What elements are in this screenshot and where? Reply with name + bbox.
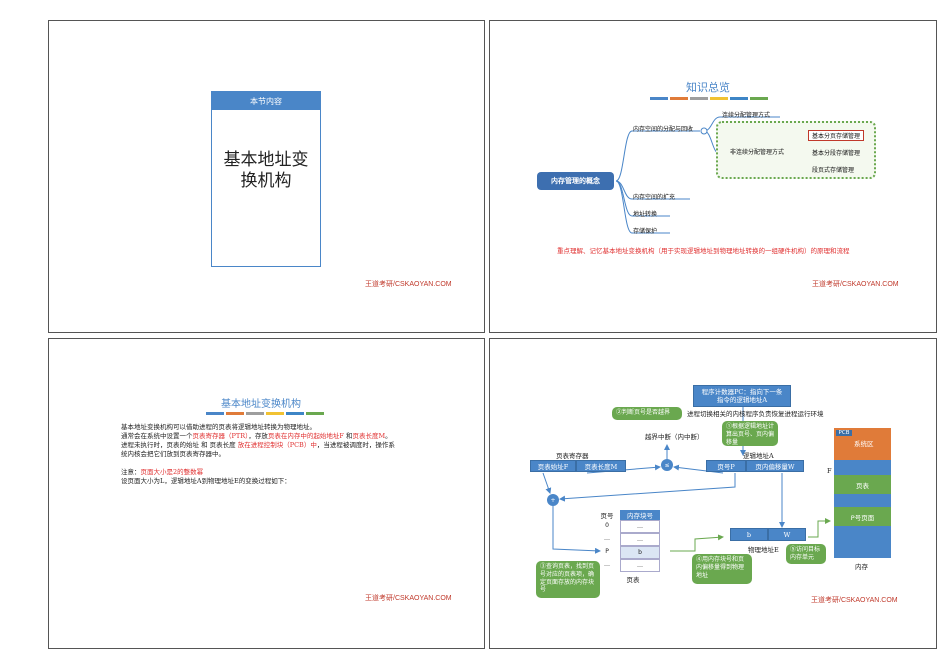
mem-f-label: F	[827, 467, 832, 475]
slide-4[interactable]: 程序计数器PC：指向下一条指令的逻辑地址A 进程切换相关的内核程序负责恢复进程运…	[489, 338, 937, 649]
logical-label: 逻辑地址A	[743, 452, 774, 460]
sub-continuous[interactable]: 连续分配管理方式	[722, 112, 771, 119]
title-stripes	[650, 97, 768, 100]
add-node: +	[547, 494, 559, 506]
callout-3: ③查询页表，找到页号对应的页表项，确定页面存放的内存块号	[536, 561, 600, 598]
pt-caption: 页表	[626, 576, 640, 584]
context-text: 进程切换相关的内核程序负责恢复进程运行环境	[687, 410, 824, 418]
para-4: 统内核会把它们放到页表寄存器中。	[121, 450, 225, 458]
compare-node: ≤	[661, 459, 673, 471]
mem-page: P号页面	[834, 507, 891, 526]
sub-noncontinuous[interactable]: 非连续分配管理方式	[730, 149, 785, 156]
pt-block: …	[620, 520, 660, 533]
key-note: 重点理解、记忆基本地址变换机构（用于实现逻辑地址到物理地址转换的一组硬件机构）的…	[557, 247, 850, 255]
brand-text: 王道考研/CSKAOYAN.COM	[365, 281, 452, 288]
leaf-paging[interactable]: 基本分页存储管理	[808, 130, 865, 141]
slide-title: 基本地址变换机构	[221, 399, 301, 410]
pt-block-b: b	[620, 546, 660, 559]
ptr-label: 页表寄存器	[556, 452, 589, 460]
slide-3[interactable]: 基本地址变换机构 基本地址变换机构可以借助进程的页表将逻辑地址转换为物理地址。 …	[48, 338, 485, 649]
callout-2: ②判断页号是否越界	[612, 407, 682, 420]
para-3: 进程未执行时，页表的始址 和 页表长度 放在进程控制块（PCB）中，当进程被调度…	[121, 441, 395, 449]
mem-sys-label: 系统区	[854, 440, 874, 448]
section-card: 本节内容 基本地址变换机构	[211, 91, 321, 267]
phys-block[interactable]: b	[730, 528, 768, 541]
pt-page: …	[604, 561, 610, 568]
leaf-segmentation[interactable]: 基本分段存储管理	[812, 150, 861, 157]
para-1: 基本地址变换机构可以借助进程的页表将逻辑地址转换为物理地址。	[121, 423, 316, 431]
mem-pt: 页表	[834, 475, 891, 494]
callout-1: ①根据逻辑地址计算出页号、页内偏移量	[722, 421, 778, 446]
slide-2[interactable]: 知识总览 内存管理的概念 内存空间的分配与回收 内存空间的扩充 地址转换 存储保…	[489, 20, 937, 333]
pt-page: 0	[605, 522, 609, 529]
pt-block: …	[620, 533, 660, 546]
section-card-header: 本节内容	[212, 92, 320, 110]
branch-translation[interactable]: 地址转换	[633, 211, 658, 218]
interrupt-label: 越界中断（内中断）	[645, 433, 704, 441]
logical-offset[interactable]: 页内偏移量W	[746, 460, 804, 472]
slide-title: 知识总览	[686, 81, 730, 94]
brand-text: 王道考研/CSKAOYAN.COM	[812, 281, 899, 288]
pt-page: P	[605, 548, 609, 555]
mindmap-root[interactable]: 内存管理的概念	[537, 172, 614, 190]
mem-pcb: PCB	[836, 430, 852, 436]
title-stripes	[206, 412, 324, 415]
note-line: 注意：页面大小是2的整数幂	[121, 468, 204, 476]
phys-offset[interactable]: W	[768, 528, 806, 541]
branch-expansion[interactable]: 内存空间的扩充	[633, 194, 676, 201]
pt-block: …	[620, 559, 660, 572]
para-2: 通常会在系统中设置一个页表寄存器（PTR），存放页表在内存中的起始地址F 和页表…	[121, 432, 392, 440]
slide-1[interactable]: 本节内容 基本地址变换机构 王道考研/CSKAOYAN.COM	[48, 20, 485, 333]
branch-protection[interactable]: 存储保护	[633, 228, 658, 235]
slide-title: 基本地址变换机构	[223, 150, 309, 191]
brand-text: 王道考研/CSKAOYAN.COM	[811, 597, 898, 604]
ptr-start[interactable]: 页表始址F	[530, 460, 576, 472]
callout-4: ④用内存块号和页内偏移量得到物理地址	[692, 554, 752, 584]
phys-label: 物理地址E	[748, 546, 779, 554]
pt-header-page: 页号	[600, 512, 614, 520]
ptr-length[interactable]: 页表长度M	[576, 460, 626, 472]
branch-allocation[interactable]: 内存空间的分配与回收	[633, 126, 694, 133]
pt-page: …	[604, 535, 610, 542]
callout-5: ⑤访问目标内存单元	[786, 544, 826, 564]
mem-caption: 内存	[855, 563, 868, 571]
para-5: 设页面大小为L，逻辑地址A到物理地址E的变换过程如下：	[121, 477, 291, 485]
logical-page[interactable]: 页号P	[706, 460, 746, 472]
leaf-segment-paging[interactable]: 段页式存储管理	[812, 167, 855, 174]
pc-box[interactable]: 程序计数器PC：指向下一条指令的逻辑地址A	[693, 385, 791, 407]
brand-text: 王道考研/CSKAOYAN.COM	[365, 595, 452, 602]
memory-column: PCB 系统区 页表 P号页面	[834, 428, 891, 558]
pt-header-block: 内存块号	[620, 510, 660, 520]
body-text: 基本地址变换机构可以借助进程的页表将逻辑地址转换为物理地址。 通常会在系统中设置…	[121, 423, 461, 486]
